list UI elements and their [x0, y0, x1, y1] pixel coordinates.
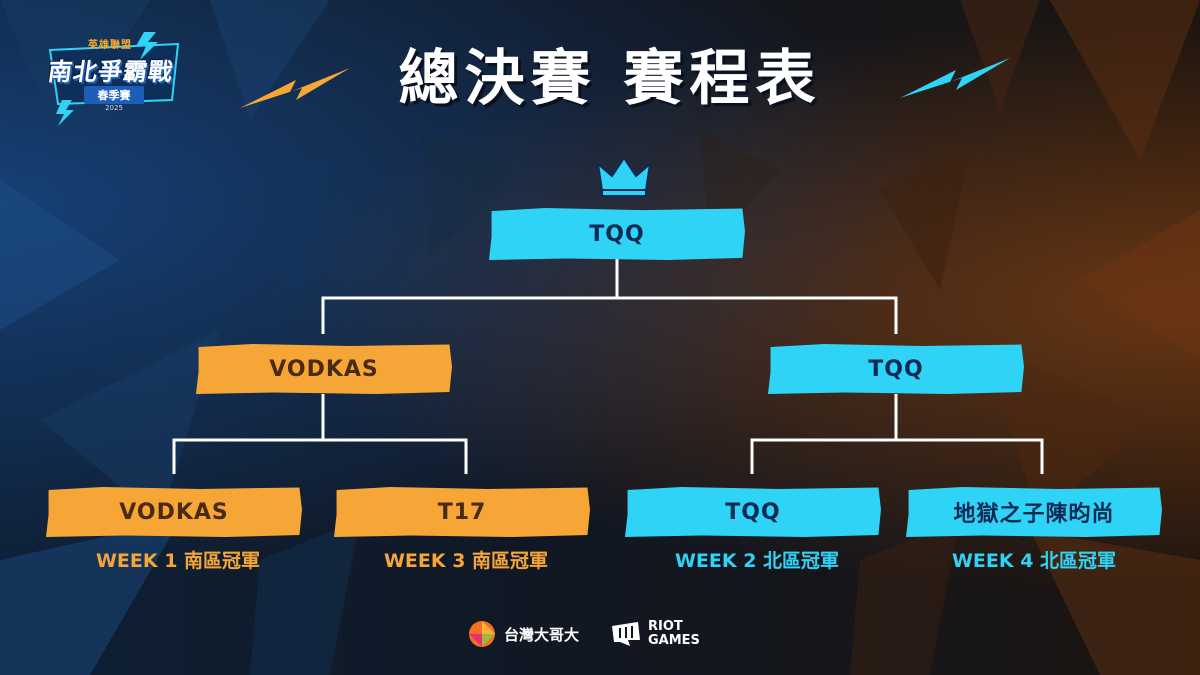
sponsor-twm-name: 台灣大哥大 [504, 625, 580, 644]
sponsor-riot: RIOT GAMES [610, 618, 700, 650]
twm-logo-icon [469, 621, 495, 647]
riot-line-2: GAMES [648, 633, 700, 648]
champion-box: TQQ [489, 208, 745, 260]
riot-fist-icon [612, 622, 640, 646]
qualifier-label-3: WEEK 2 北區冠軍 [674, 550, 840, 572]
qualifier-label-4: WEEK 4 北區冠軍 [951, 550, 1117, 572]
logo-year: 2025 [105, 104, 123, 112]
semifinal-south-box: VODKAS [196, 344, 452, 394]
qualifier-team-4: 地獄之子陳昀尚 [953, 502, 1115, 527]
page-title: 總決賽 賽程表 [398, 44, 822, 114]
logo-top-text: 英雄聯盟 [88, 40, 132, 51]
qualifier-team-1: VODKAS [119, 499, 229, 525]
lightning-left-icon [240, 68, 350, 108]
champion-team: TQQ [589, 221, 645, 247]
qualifier-box-4: 地獄之子陳昀尚 [906, 487, 1162, 537]
qualifier-team-2: T17 [437, 499, 487, 525]
qualifier-box-3: TQQ [625, 487, 881, 537]
logo-frame [48, 32, 180, 126]
logo-sub-text: 春季賽 [84, 86, 144, 104]
semifinal-north-team: TQQ [868, 356, 924, 382]
riot-line-1: RIOT [648, 619, 683, 634]
lightning-right-icon [900, 58, 1010, 98]
semifinal-south-team: VODKAS [269, 356, 379, 382]
qualifier-team-3: TQQ [725, 499, 781, 525]
sponsor-twm: 台灣大哥大 [468, 618, 579, 650]
qualifier-label-1: WEEK 1 南區冠軍 [95, 550, 261, 572]
qualifier-box-2: T17 [334, 487, 590, 537]
qualifier-box-1: VODKAS [46, 487, 302, 537]
qualifier-label-2: WEEK 3 南區冠軍 [383, 550, 549, 572]
semifinal-north-box: TQQ [768, 344, 1024, 394]
crown-icon [596, 156, 652, 197]
tournament-logo: 英雄聯盟 南北爭霸戰 春季賽 2025 [44, 30, 184, 126]
